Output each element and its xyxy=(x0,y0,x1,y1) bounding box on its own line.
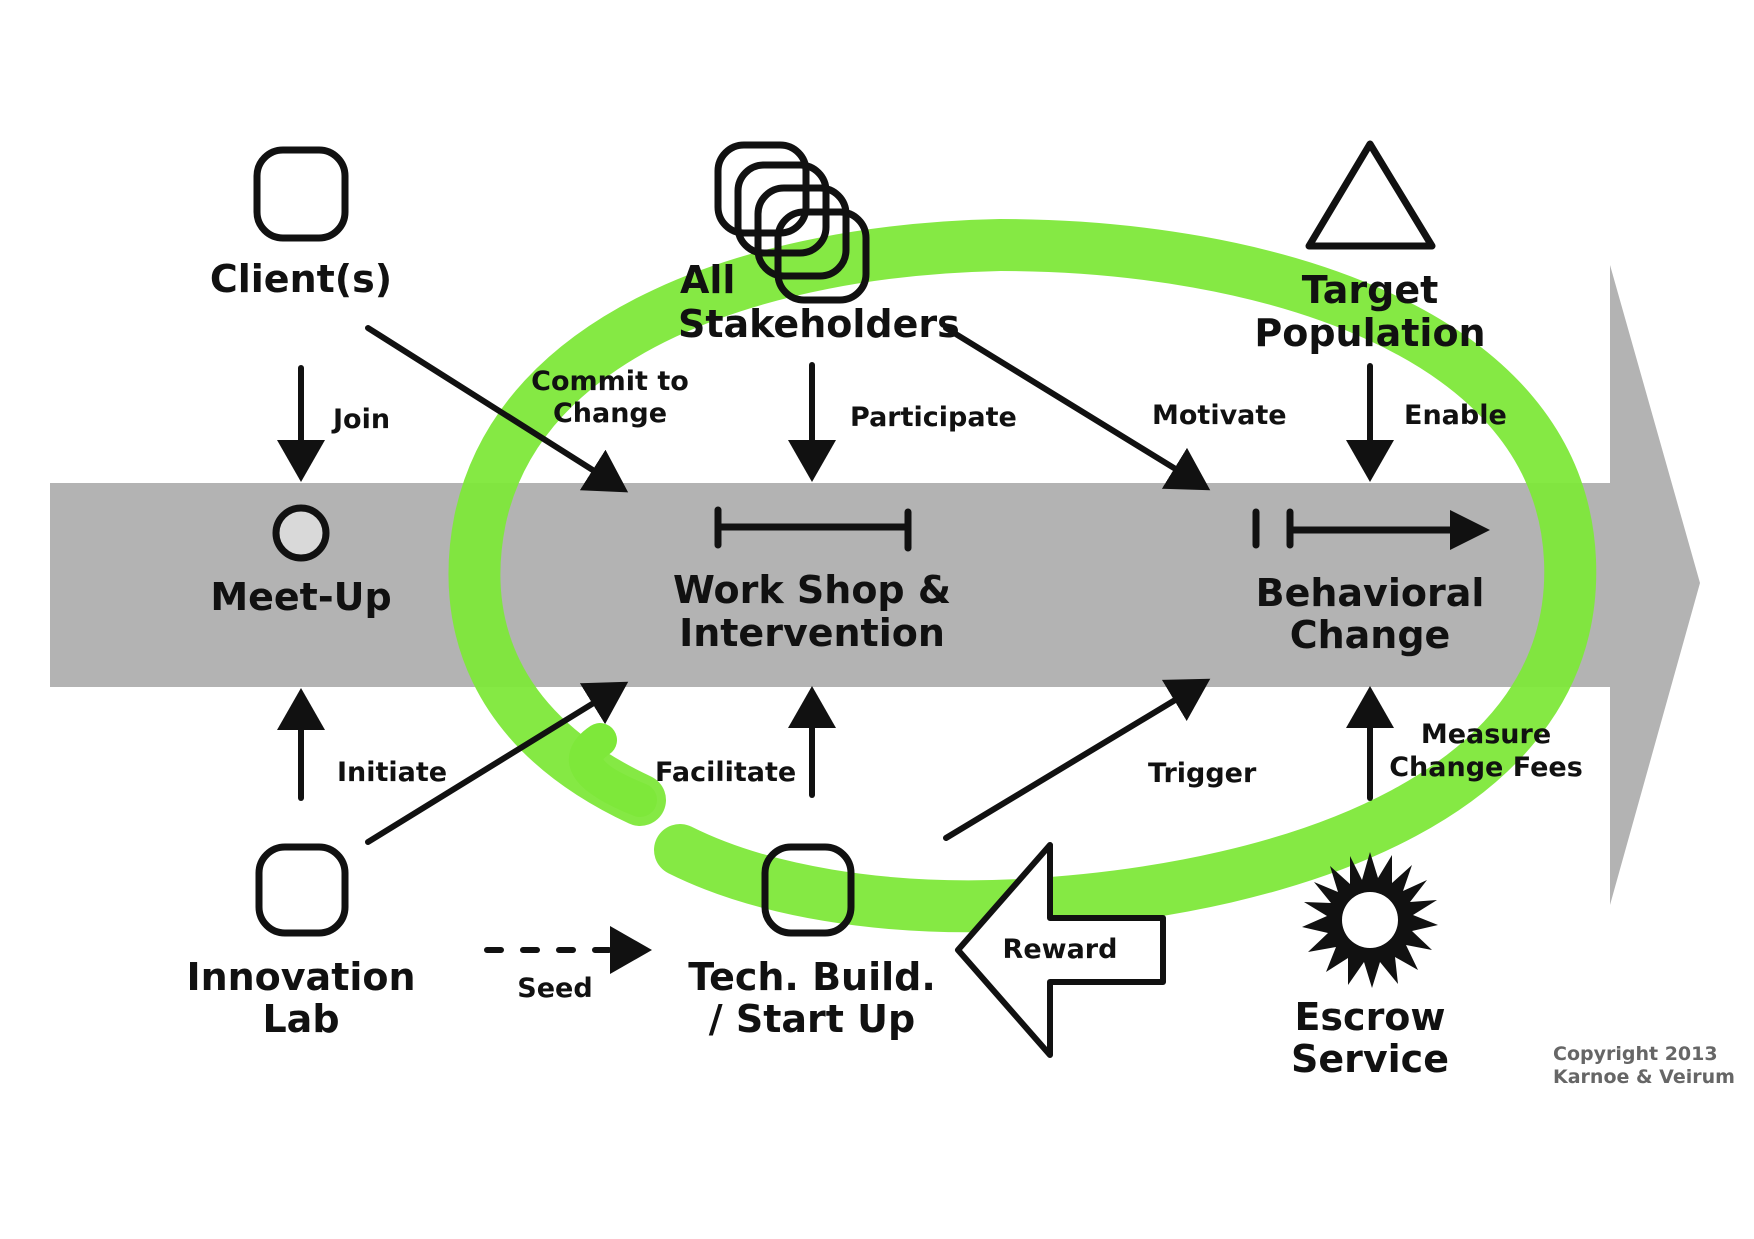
commit-label-line1: Commit to xyxy=(531,366,689,397)
seed-label: Seed xyxy=(517,973,592,1004)
escrow-label-line1: Escrow xyxy=(1294,995,1445,1039)
reward-label: Reward xyxy=(1003,934,1118,965)
target-population-label-line2: Population xyxy=(1254,311,1485,355)
meetup-label: Meet-Up xyxy=(210,575,391,619)
reward-arrow xyxy=(955,842,1166,1058)
copyright-line1: Copyright 2013 xyxy=(1553,1043,1718,1065)
target-triangle-icon xyxy=(1305,140,1436,250)
behavioral-change-label-line1: Behavioral xyxy=(1256,571,1485,615)
initiate-label: Initiate xyxy=(337,757,447,788)
measure-label-line2: Change Fees xyxy=(1389,752,1583,783)
client-square-icon xyxy=(253,146,349,242)
trigger-label: Trigger xyxy=(1148,758,1257,789)
participate-label: Participate xyxy=(850,402,1017,433)
meetup-circle-icon xyxy=(272,504,330,562)
motivate-arrow xyxy=(943,325,1211,491)
tech-build-label-line2: / Start Up xyxy=(709,997,915,1041)
tech-build-label-line1: Tech. Build. xyxy=(688,955,936,999)
clients-label: Client(s) xyxy=(210,257,392,301)
measure-label-line1: Measure xyxy=(1421,719,1551,750)
behavioral-change-label-line2: Change xyxy=(1290,613,1451,657)
escrow-label-line2: Service xyxy=(1291,1037,1449,1081)
innovation-to-workshop-arrow xyxy=(365,681,629,845)
stakeholders-label-line2: Stakeholders xyxy=(678,302,960,346)
commit-label-line2: Change xyxy=(553,398,667,429)
workshop-label-line1: Work Shop & xyxy=(673,568,951,612)
copyright-line2: Karnoe & Veirum xyxy=(1553,1066,1735,1088)
innovation-lab-label-line1: Innovation xyxy=(186,955,415,999)
stakeholders-stack-icon xyxy=(714,141,870,304)
workshop-label-line2: Intervention xyxy=(679,611,945,655)
stakeholders-label-line1: All xyxy=(680,258,735,302)
tech-build-square-icon xyxy=(761,843,855,937)
trigger-arrow xyxy=(943,678,1211,841)
commit-arrow xyxy=(365,325,629,493)
facilitate-label: Facilitate xyxy=(655,757,796,788)
join-label: Join xyxy=(331,404,390,435)
innovation-lab-square-icon xyxy=(255,843,349,937)
workshop-interval-icon xyxy=(714,506,912,552)
target-population-label-line1: Target xyxy=(1302,268,1439,312)
main-process-arrow xyxy=(50,265,1700,905)
behavioral-interval-arrow-icon xyxy=(1252,508,1490,550)
enable-label: Enable xyxy=(1404,400,1507,431)
innovation-lab-label-line2: Lab xyxy=(262,997,339,1041)
motivate-label: Motivate xyxy=(1152,400,1287,431)
